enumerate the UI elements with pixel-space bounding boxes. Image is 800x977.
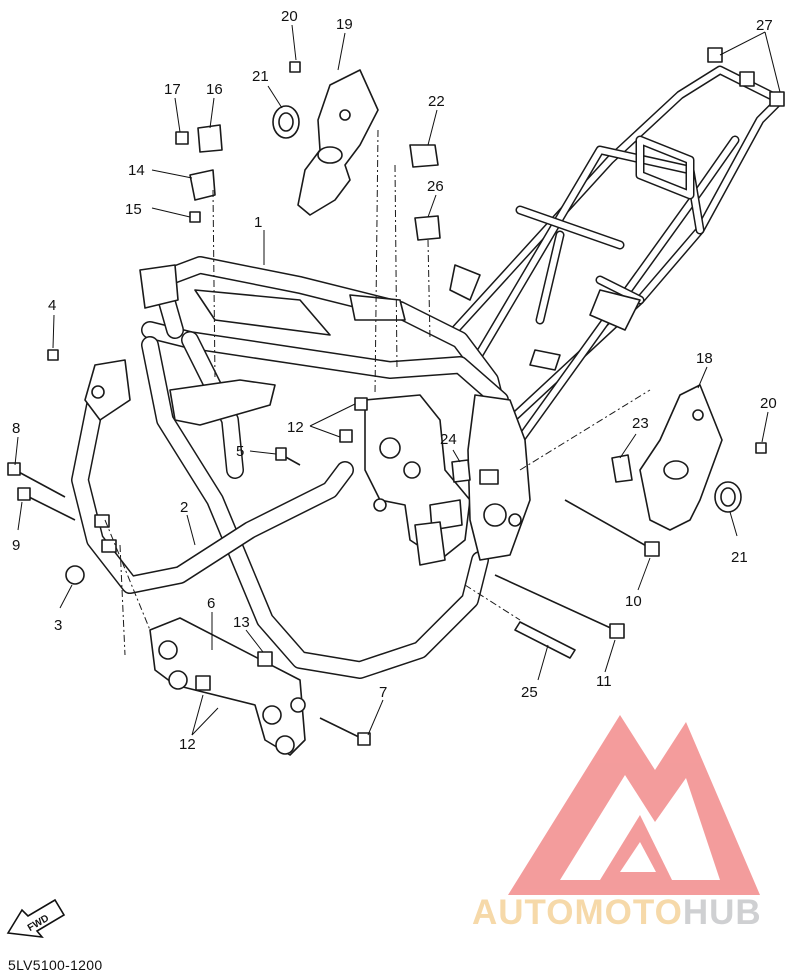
watermark-logo <box>508 715 760 895</box>
dampers-and-collars <box>65 47 785 691</box>
main-frame <box>71 65 785 679</box>
callout-15: 15 <box>125 201 142 218</box>
callout-25: 25 <box>521 684 538 701</box>
callout-14: 14 <box>128 162 145 179</box>
callout-21-top: 21 <box>252 68 269 85</box>
callout-7: 7 <box>379 684 387 701</box>
callout-1: 1 <box>254 214 262 231</box>
callout-6: 6 <box>207 595 215 612</box>
side-cover-bracket-left <box>297 69 379 216</box>
watermark-brand-part1: AUTOMOTO <box>472 893 683 932</box>
callout-20-right: 20 <box>760 395 777 412</box>
callout-2: 2 <box>180 499 188 516</box>
callout-20-top: 20 <box>281 8 298 25</box>
leader-lines <box>14 24 781 736</box>
callout-27: 27 <box>756 17 773 34</box>
bolts <box>7 61 767 746</box>
callout-24: 24 <box>440 431 457 448</box>
callout-9: 9 <box>12 537 20 554</box>
callout-8: 8 <box>12 420 20 437</box>
callout-21-right: 21 <box>731 549 748 566</box>
callout-10: 10 <box>625 593 642 610</box>
callout-18: 18 <box>696 350 713 367</box>
callout-12-bottom: 12 <box>179 736 196 753</box>
callout-22: 22 <box>428 93 445 110</box>
callout-26: 26 <box>427 178 444 195</box>
watermark-brand: AUTOMOTOHUB <box>472 893 762 933</box>
callout-11: 11 <box>596 673 612 690</box>
callout-3: 3 <box>54 617 62 634</box>
diagram-code: 5LV5100-1200 <box>8 957 103 973</box>
callout-4: 4 <box>48 297 56 314</box>
callout-16: 16 <box>206 81 223 98</box>
assembly-lines <box>104 129 651 656</box>
callout-23: 23 <box>632 415 649 432</box>
watermark-brand-part2: HUB <box>682 893 762 932</box>
callout-19: 19 <box>336 16 353 33</box>
side-cover-bracket-right <box>639 384 723 531</box>
callout-17: 17 <box>164 81 181 98</box>
fwd-arrow-icon: FWD <box>6 898 66 939</box>
callout-5: 5 <box>236 443 244 460</box>
callout-13: 13 <box>233 614 250 631</box>
callout-12-top: 12 <box>287 419 304 436</box>
callout-labels: 1 2 3 4 5 6 7 8 9 10 11 12 12 13 14 15 1… <box>12 8 777 753</box>
engine-mount-plate <box>149 617 306 756</box>
